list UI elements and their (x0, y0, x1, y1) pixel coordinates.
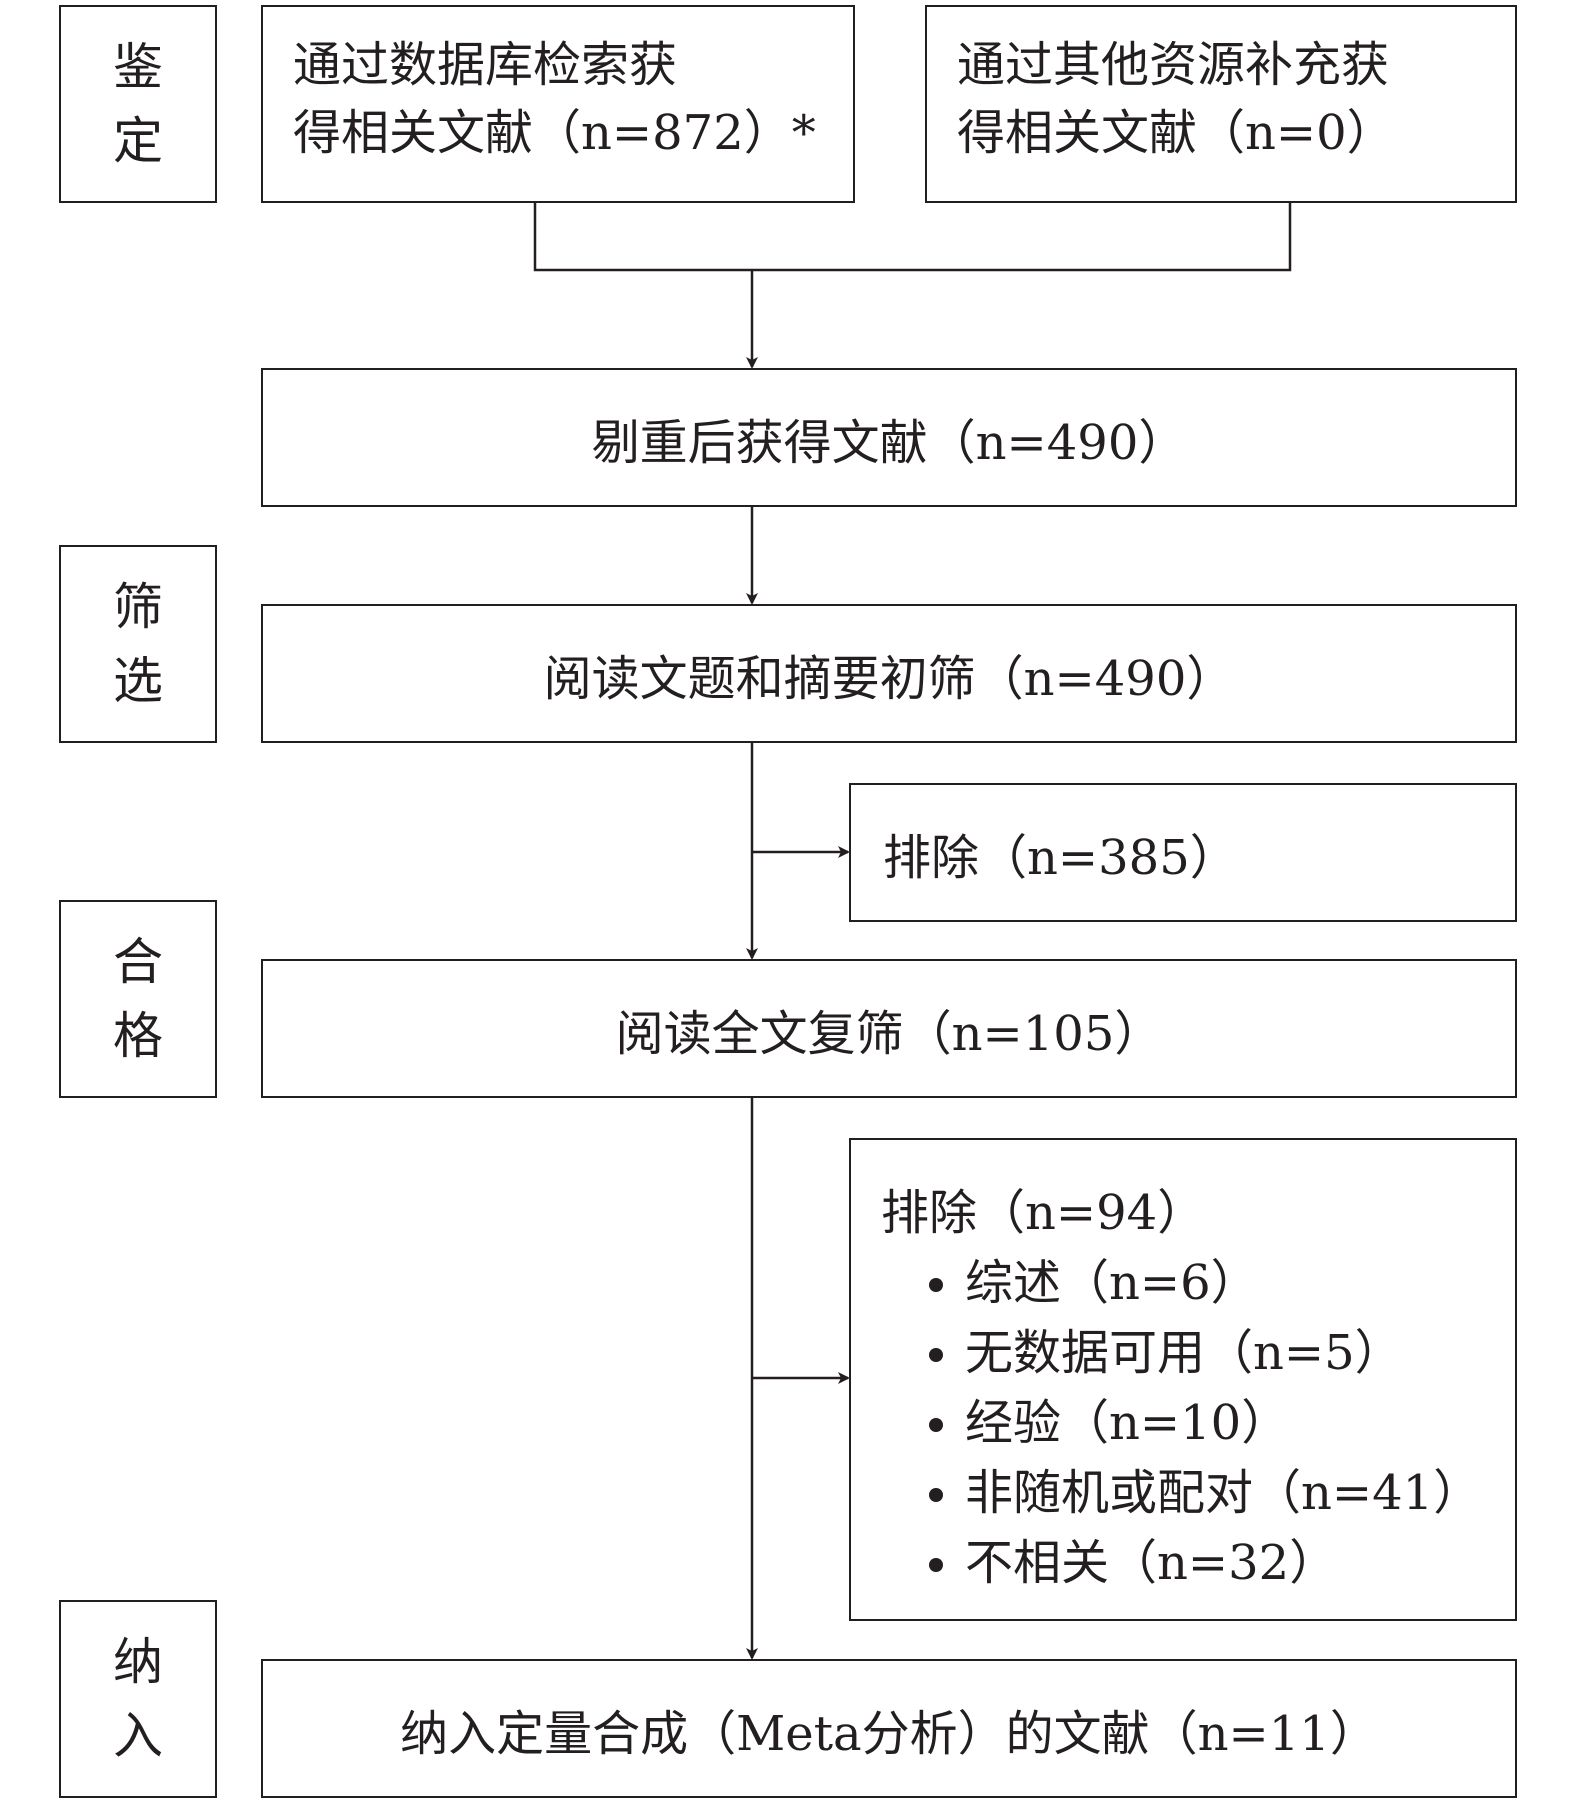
exclude-2-box: 排除（n=94） 综述（n=6） 无数据可用（n=5） 经验（n=10） 非随机… (849, 1138, 1517, 1621)
exclude-2-title: 排除（n=94） (881, 1185, 1206, 1241)
fulltext-screen-box: 阅读全文复筛（n=105） (261, 959, 1517, 1098)
title-abstract-screen-box: 阅读文题和摘要初筛（n=490） (261, 604, 1517, 743)
stage-included: 纳 入 (59, 1600, 217, 1798)
exclude-2-reasons: 综述（n=6） 无数据可用（n=5） 经验（n=10） 非随机或配对（n=41）… (881, 1248, 1515, 1598)
database-records-box: 通过数据库检索获 得相关文献（n=872）* (261, 5, 855, 203)
list-item: 非随机或配对（n=41） (929, 1458, 1515, 1528)
final-included-box: 纳入定量合成（Meta分析）的文献（n=11） (261, 1659, 1517, 1798)
database-records-line2: 得相关文献（n=872）* (293, 105, 816, 161)
other-sources-line1: 通过其他资源补充获 (957, 37, 1390, 93)
merge-connector (533, 201, 1292, 272)
list-item: 经验（n=10） (929, 1388, 1515, 1458)
dedup-box: 剔重后获得文献（n=490） (261, 368, 1517, 507)
stage-screening: 筛 选 (59, 545, 217, 743)
stage-char: 鉴 (113, 38, 163, 96)
stage-char: 选 (113, 652, 163, 710)
stage-char: 格 (113, 1007, 163, 1065)
list-item: 无数据可用（n=5） (929, 1318, 1515, 1388)
exclude-1-label: 排除（n=385） (883, 829, 1238, 886)
stage-char: 合 (113, 933, 163, 991)
dedup-label: 剔重后获得文献（n=490） (591, 414, 1187, 471)
list-item: 综述（n=6） (929, 1248, 1515, 1318)
database-records-line1: 通过数据库检索获 (293, 37, 678, 93)
stage-char: 纳 (113, 1633, 163, 1691)
final-included-label: 纳入定量合成（Meta分析）的文献（n=11） (400, 1705, 1378, 1762)
stage-char: 筛 (113, 578, 163, 636)
title-abstract-label: 阅读文题和摘要初筛（n=490） (543, 650, 1235, 707)
exclude-1-box: 排除（n=385） (849, 783, 1517, 922)
stage-identification: 鉴 定 (59, 5, 217, 203)
other-sources-box: 通过其他资源补充获 得相关文献（n=0） (925, 5, 1517, 203)
stage-char: 定 (113, 112, 163, 170)
stage-char: 入 (113, 1707, 163, 1765)
fulltext-label: 阅读全文复筛（n=105） (615, 1005, 1163, 1062)
stage-eligibility: 合 格 (59, 900, 217, 1098)
list-item: 不相关（n=32） (929, 1528, 1515, 1598)
other-sources-line2: 得相关文献（n=0） (957, 105, 1395, 161)
